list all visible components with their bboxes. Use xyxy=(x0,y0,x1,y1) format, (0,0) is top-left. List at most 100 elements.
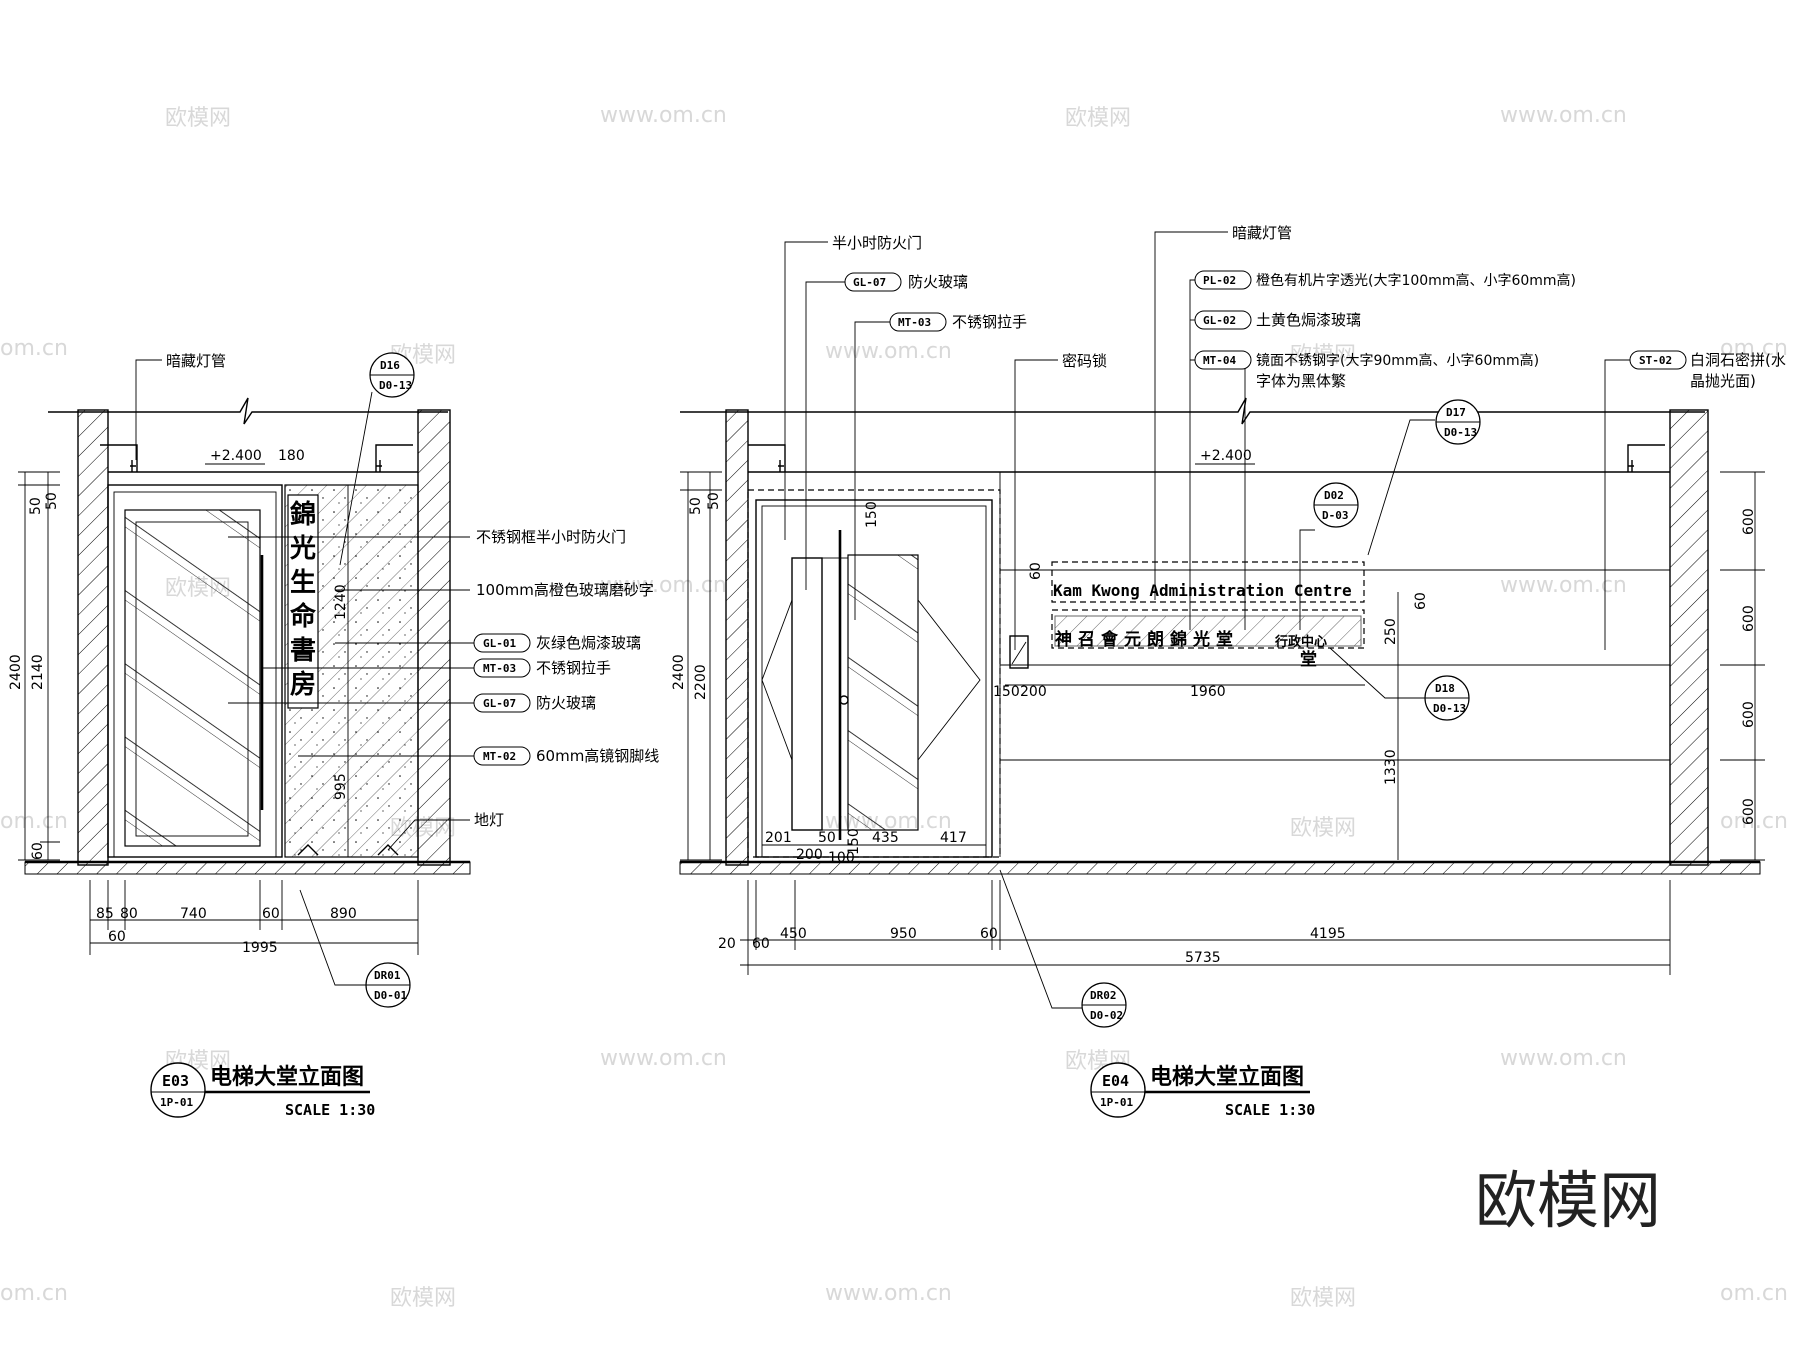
right-bottom-dimensions: 20 60 450 950 60 4195 5735 xyxy=(718,880,1671,975)
sign-vertical-char: 命 xyxy=(290,601,317,632)
dimension-text: 20 xyxy=(718,936,736,952)
dimension-text: 150 xyxy=(864,501,880,528)
level-mark: +2.400 xyxy=(1200,448,1252,464)
dimension-text: 60 xyxy=(1028,562,1044,580)
watermark-brand: 欧模网 xyxy=(165,106,231,131)
material-tag: GL-07 xyxy=(853,276,886,289)
callout-label: 密码锁 xyxy=(1062,352,1107,370)
watermark-site: www.om.cn xyxy=(600,103,727,128)
dimension-text: 950 xyxy=(890,926,917,942)
material-tag: GL-02 xyxy=(1203,314,1236,327)
dimension-text: 740 xyxy=(180,906,207,922)
dimension-text: 200 xyxy=(796,847,823,863)
material-tag: ST-02 xyxy=(1639,354,1672,367)
detail-code: D18 xyxy=(1435,682,1455,695)
material-tag: GL-07 xyxy=(483,697,516,710)
callout-label: 晶抛光面) xyxy=(1690,372,1756,390)
detail-sheet: D0-13 xyxy=(379,379,412,392)
watermark-site: om.cn xyxy=(1720,336,1788,361)
detail-sheet: D0-13 xyxy=(1433,702,1466,715)
dimension-text: 2400 xyxy=(8,654,24,690)
detail-sheet: D0-13 xyxy=(1444,426,1477,439)
dimension-text: 600 xyxy=(1741,701,1757,728)
left-bottom-dimensions: 85 80 740 60 890 60 1995 xyxy=(89,880,419,956)
dimension-text: 200 xyxy=(1020,684,1047,700)
dimension-text: 890 xyxy=(330,906,357,922)
drawing-title: 电梯大堂立面图 xyxy=(1150,1064,1304,1090)
watermark-brand: 欧模网 xyxy=(1290,1286,1356,1311)
material-tag: MT-04 xyxy=(1203,354,1236,367)
watermark-site: om.cn xyxy=(1720,1281,1788,1306)
left-vertical-dimensions: 50 50 2400 2140 60 xyxy=(8,471,60,861)
dimension-text: 50 xyxy=(688,497,704,515)
dimension-text: 150 xyxy=(846,828,862,855)
callout-label: 100mm高橙色玻璃磨砂字 xyxy=(476,581,654,599)
watermark-site: www.om.cn xyxy=(600,1046,727,1071)
dimension-text: 600 xyxy=(1741,798,1757,825)
dimension-text: 2200 xyxy=(693,664,709,700)
material-tag: MT-02 xyxy=(483,750,516,763)
watermarks: 欧模网 www.om.cn 欧模网 www.om.cn om.cn 欧模网 ww… xyxy=(0,103,1788,1311)
dimension-text: 150 xyxy=(993,684,1020,700)
watermark-brand: 欧模网 xyxy=(1065,106,1131,131)
detail-sheet: D0-02 xyxy=(1090,1009,1123,1022)
detail-code: D16 xyxy=(380,359,400,372)
dimension-text: 1330 xyxy=(1383,749,1399,785)
dimension-text: 1960 xyxy=(1190,684,1226,700)
drawing-title: 电梯大堂立面图 xyxy=(210,1064,364,1090)
callout-label: 不锈钢拉手 xyxy=(536,659,611,677)
watermark-brand: 欧模网 xyxy=(390,1286,456,1311)
dimension-text: 50 xyxy=(44,492,60,510)
sign-english: Kam Kwong Administration Centre xyxy=(1053,581,1352,600)
callout-label: 防火玻璃 xyxy=(908,273,968,291)
dimension-text: 50 xyxy=(28,497,44,515)
callout-label: 土黄色焗漆玻璃 xyxy=(1256,311,1361,329)
detail-code: D02 xyxy=(1324,489,1344,502)
callout-label: 不锈钢拉手 xyxy=(952,313,1027,331)
sign-chinese-last: 堂 xyxy=(1300,649,1317,670)
material-tag: MT-03 xyxy=(898,316,931,329)
drawing-code: E04 xyxy=(1102,1072,1129,1090)
drawing-scale: SCALE 1:30 xyxy=(1225,1101,1315,1119)
dimension-text: 60 xyxy=(30,842,46,860)
dimension-text: 417 xyxy=(940,830,967,846)
callout-label: 不锈钢框半小时防火门 xyxy=(476,528,626,546)
watermark-brand: 欧模网 xyxy=(1290,343,1356,368)
dimension-text: 180 xyxy=(278,448,305,464)
dimension-text: 50 xyxy=(818,830,836,846)
watermark-brand: 欧模网 xyxy=(1290,816,1356,841)
dimension-text: 4195 xyxy=(1310,926,1346,942)
drawing-sheet: 1P-01 xyxy=(1100,1096,1133,1109)
dimension-text: 80 xyxy=(120,906,138,922)
detail-sheet: D-03 xyxy=(1322,509,1349,522)
title-block-e03: E03 1P-01 电梯大堂立面图 SCALE 1:30 xyxy=(150,1062,375,1119)
watermark-site: om.cn xyxy=(0,336,68,361)
watermark-site: www.om.cn xyxy=(600,573,727,598)
sign-vertical-char: 光 xyxy=(289,534,316,564)
level-mark: +2.400 xyxy=(210,448,262,464)
watermark-site: www.om.cn xyxy=(1500,573,1627,598)
dimension-text: 1240 xyxy=(333,584,349,620)
watermark-site: www.om.cn xyxy=(1500,1046,1627,1071)
material-tag: PL-02 xyxy=(1203,274,1236,287)
callout-label: 60mm高镜钢脚线 xyxy=(536,747,659,765)
callout-label: 白洞石密拼(水 xyxy=(1690,351,1786,369)
material-tag: GL-01 xyxy=(483,637,516,650)
drawing-code: E03 xyxy=(162,1072,189,1090)
callout-label: 地灯 xyxy=(474,811,504,829)
dimension-text: 1995 xyxy=(242,940,278,956)
sign-vertical-char: 錦 xyxy=(290,499,316,530)
callout-label: 暗藏灯管 xyxy=(1232,224,1292,242)
detail-code: DR02 xyxy=(1090,989,1117,1002)
material-tag: MT-03 xyxy=(483,662,516,675)
callout-label: 镜面不锈钢字(大字90mm高、小字60mm高) xyxy=(1256,352,1539,369)
dimension-text: 600 xyxy=(1741,605,1757,632)
drawing-scale: SCALE 1:30 xyxy=(285,1101,375,1119)
callout-label: 橙色有机片字透光(大字100mm高、小字60mm高) xyxy=(1256,272,1576,289)
sign-vertical-char: 書 xyxy=(290,636,316,666)
dimension-text: 600 xyxy=(1741,508,1757,535)
watermark-site: om.cn xyxy=(1720,809,1788,834)
dimension-text: 60 xyxy=(1413,592,1429,610)
watermark-corner-brand: 欧模网 xyxy=(1475,1164,1661,1237)
